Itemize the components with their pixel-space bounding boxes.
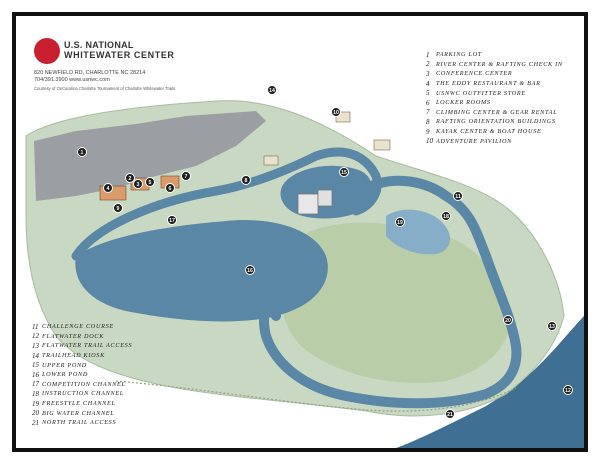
marker-11[interactable]: 11 bbox=[453, 191, 463, 201]
address-line: 820 NEWFIELD RD, CHARLOTTE NC 28214 bbox=[34, 70, 146, 76]
marker-15[interactable]: 15 bbox=[339, 167, 349, 177]
phone-web-line: 704/391.3900 www.usnwc.com bbox=[34, 77, 110, 83]
partners-credit: Courtesy of OnCarolina Charlotte Tournam… bbox=[34, 86, 176, 91]
marker-18[interactable]: 18 bbox=[441, 211, 451, 221]
marker-21[interactable]: 21 bbox=[445, 409, 455, 419]
marker-14[interactable]: 14 bbox=[267, 85, 277, 95]
park-map: U.S. NATIONAL WHITEWATER CENTER 820 NEWF… bbox=[16, 16, 584, 448]
marker-13[interactable]: 13 bbox=[547, 321, 557, 331]
marker-10[interactable]: 10 bbox=[331, 107, 341, 117]
logo-title: U.S. NATIONAL bbox=[64, 40, 134, 50]
marker-9[interactable]: 9 bbox=[113, 203, 123, 213]
marker-12[interactable]: 12 bbox=[563, 385, 573, 395]
parking-lot-area bbox=[34, 111, 266, 201]
marker-1[interactable]: 1 bbox=[77, 147, 87, 157]
lower-pond-water bbox=[75, 220, 328, 322]
marker-3[interactable]: 3 bbox=[133, 179, 143, 189]
marker-20[interactable]: 20 bbox=[503, 315, 513, 325]
pavilion-building bbox=[335, 111, 351, 123]
conference-building bbox=[317, 189, 333, 207]
central-meadow bbox=[280, 222, 511, 383]
logo-emblem-icon bbox=[34, 38, 60, 64]
marker-19[interactable]: 19 bbox=[395, 217, 405, 227]
rafting-building bbox=[263, 155, 279, 166]
catawba-river bbox=[396, 316, 584, 448]
big-water-channel-water bbox=[259, 175, 522, 409]
address-block: 820 NEWFIELD RD, CHARLOTTE NC 28214 704/… bbox=[34, 70, 194, 84]
logo-subtitle: WHITEWATER CENTER bbox=[64, 50, 175, 60]
marker-8[interactable]: 8 bbox=[241, 175, 251, 185]
marker-16[interactable]: 16 bbox=[245, 265, 255, 275]
marker-2[interactable]: 2 bbox=[125, 173, 135, 183]
marker-6[interactable]: 6 bbox=[165, 183, 175, 193]
marker-17[interactable]: 17 bbox=[167, 215, 177, 225]
marker-4[interactable]: 4 bbox=[103, 183, 113, 193]
kayak-building bbox=[373, 139, 391, 151]
river-center-building bbox=[297, 193, 319, 215]
marker-5[interactable]: 5 bbox=[145, 177, 155, 187]
map-artwork bbox=[25, 100, 584, 448]
marker-7[interactable]: 7 bbox=[181, 171, 191, 181]
